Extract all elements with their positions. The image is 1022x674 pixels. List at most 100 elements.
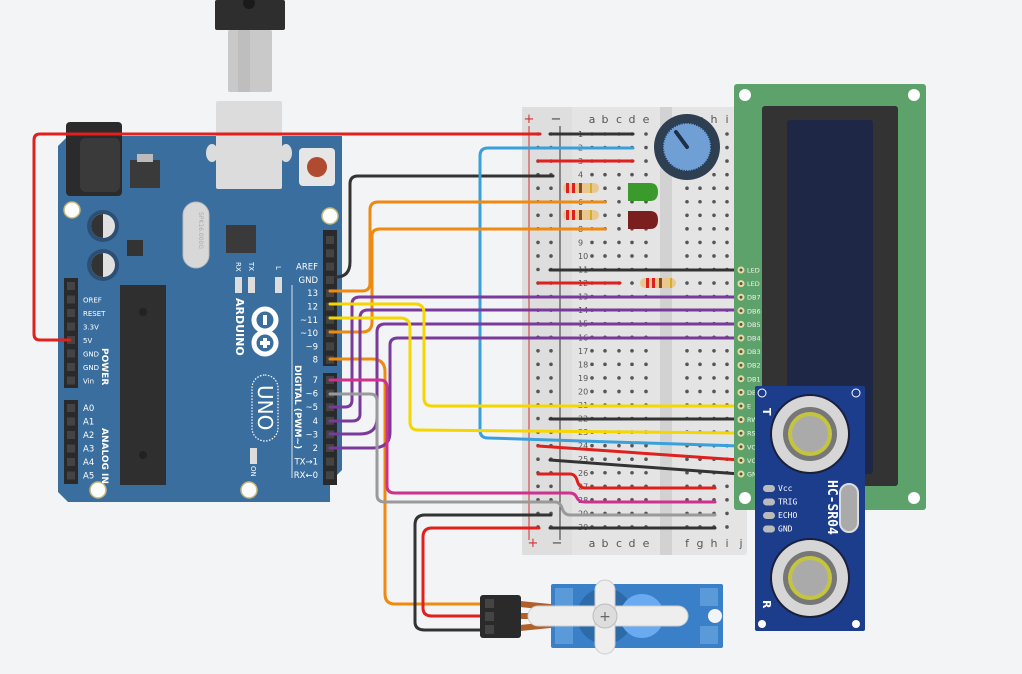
- breadboard-hole[interactable]: [630, 376, 634, 380]
- rail-hole[interactable]: [549, 213, 553, 218]
- breadboard-hole[interactable]: [630, 349, 634, 353]
- breadboard-hole[interactable]: [698, 389, 702, 394]
- potentiometer[interactable]: [654, 114, 720, 180]
- breadboard-hole[interactable]: [685, 376, 689, 380]
- breadboard-hole[interactable]: [603, 349, 607, 353]
- breadboard-hole[interactable]: [725, 145, 729, 150]
- breadboard-hole[interactable]: [698, 281, 702, 285]
- wire-purple-pin4-db6[interactable]: [328, 308, 742, 423]
- breadboard-hole[interactable]: [603, 443, 607, 448]
- breadboard-hole[interactable]: [685, 199, 689, 204]
- breadboard-hole[interactable]: [630, 457, 634, 462]
- breadboard-hole[interactable]: [590, 389, 594, 394]
- breadboard-hole[interactable]: [630, 443, 634, 448]
- header-pin[interactable]: [67, 444, 75, 453]
- breadboard-hole[interactable]: [617, 443, 621, 448]
- breadboard-hole[interactable]: [590, 362, 594, 367]
- breadboard-hole[interactable]: [725, 484, 729, 489]
- wire-black-gnd[interactable]: [334, 174, 555, 279]
- wire-orange-pin13[interactable]: [328, 200, 607, 293]
- breadboard-hole[interactable]: [725, 132, 729, 136]
- breadboard-hole[interactable]: [617, 240, 621, 245]
- header-pin[interactable]: [326, 471, 334, 480]
- wire-purple-pin5-db7[interactable]: [328, 295, 742, 409]
- rail-hole[interactable]: [536, 389, 540, 394]
- breadboard-hole[interactable]: [630, 240, 634, 245]
- header-pin[interactable]: [326, 262, 334, 271]
- rail-hole[interactable]: [536, 240, 540, 245]
- breadboard-hole[interactable]: [603, 186, 607, 190]
- rail-hole[interactable]: [536, 362, 540, 367]
- breadboard-hole[interactable]: [644, 145, 648, 150]
- breadboard-hole[interactable]: [725, 498, 729, 502]
- breadboard-hole[interactable]: [617, 376, 621, 380]
- breadboard-hole[interactable]: [590, 376, 594, 380]
- breadboard-hole[interactable]: [644, 376, 648, 380]
- header-pin[interactable]: [67, 363, 75, 371]
- header-pin[interactable]: [67, 458, 75, 466]
- breadboard-hole[interactable]: [644, 159, 648, 163]
- header-pin[interactable]: [67, 349, 75, 358]
- breadboard-hole[interactable]: [698, 362, 702, 367]
- wire-black-servo-gnd[interactable]: [413, 513, 553, 632]
- breadboard-hole[interactable]: [725, 376, 729, 380]
- breadboard-hole[interactable]: [685, 470, 689, 475]
- rail-hole[interactable]: [536, 254, 540, 258]
- header-pin[interactable]: [326, 249, 334, 258]
- breadboard-hole[interactable]: [617, 199, 621, 204]
- breadboard-hole[interactable]: [712, 240, 716, 245]
- sensor-pin[interactable]: [763, 498, 775, 506]
- breadboard-hole[interactable]: [644, 389, 648, 394]
- breadboard-hole[interactable]: [630, 389, 634, 394]
- header-pin[interactable]: [326, 275, 334, 284]
- rail-hole[interactable]: [536, 267, 540, 272]
- breadboard-hole[interactable]: [712, 281, 716, 285]
- breadboard-hole[interactable]: [698, 254, 702, 258]
- breadboard-hole[interactable]: [644, 362, 648, 367]
- breadboard-hole[interactable]: [685, 213, 689, 218]
- rail-hole[interactable]: [536, 349, 540, 353]
- breadboard-hole[interactable]: [725, 240, 729, 245]
- breadboard-hole[interactable]: [603, 470, 607, 475]
- servo-horn[interactable]: +: [527, 579, 689, 655]
- breadboard-hole[interactable]: [698, 199, 702, 204]
- header-pin[interactable]: [326, 457, 334, 466]
- wire-gray-pin6-trig[interactable]: [328, 392, 717, 517]
- header-pin[interactable]: [326, 236, 334, 244]
- rail-hole[interactable]: [549, 349, 553, 353]
- wire-purple-pin3-db5[interactable]: [328, 322, 742, 436]
- breadboard-hole[interactable]: [644, 349, 648, 353]
- header-pin[interactable]: [67, 471, 75, 480]
- sensor-pin[interactable]: [763, 485, 775, 492]
- rail-hole[interactable]: [536, 213, 540, 218]
- breadboard-hole[interactable]: [698, 376, 702, 380]
- wire-yellow-pin12-e[interactable]: [328, 302, 742, 408]
- breadboard-hole[interactable]: [630, 470, 634, 475]
- usb-cable[interactable]: [215, 0, 285, 92]
- breadboard-hole[interactable]: [685, 240, 689, 245]
- breadboard-hole[interactable]: [590, 254, 594, 258]
- breadboard-hole[interactable]: [712, 389, 716, 394]
- breadboard-hole[interactable]: [617, 457, 621, 462]
- header-pin[interactable]: [67, 431, 75, 439]
- header-pin[interactable]: [67, 295, 75, 304]
- wire-red-row24-vcc[interactable]: [536, 444, 742, 462]
- wire-orange-pin10[interactable]: [328, 227, 607, 334]
- rail-hole[interactable]: [549, 484, 553, 489]
- breadboard-hole[interactable]: [685, 186, 689, 190]
- breadboard-hole[interactable]: [617, 172, 621, 177]
- led-green[interactable]: [628, 183, 658, 201]
- breadboard-hole[interactable]: [712, 227, 716, 231]
- breadboard-hole[interactable]: [685, 227, 689, 231]
- breadboard-hole[interactable]: [644, 443, 648, 448]
- rail-hole[interactable]: [536, 457, 540, 462]
- breadboard-hole[interactable]: [712, 254, 716, 258]
- wire-purple-pin2-db4[interactable]: [328, 336, 742, 450]
- rail-hole[interactable]: [549, 376, 553, 380]
- breadboard-hole[interactable]: [603, 389, 607, 394]
- breadboard-hole[interactable]: [685, 389, 689, 394]
- breadboard-hole[interactable]: [644, 132, 648, 136]
- breadboard-hole[interactable]: [617, 349, 621, 353]
- breadboard-hole[interactable]: [617, 186, 621, 190]
